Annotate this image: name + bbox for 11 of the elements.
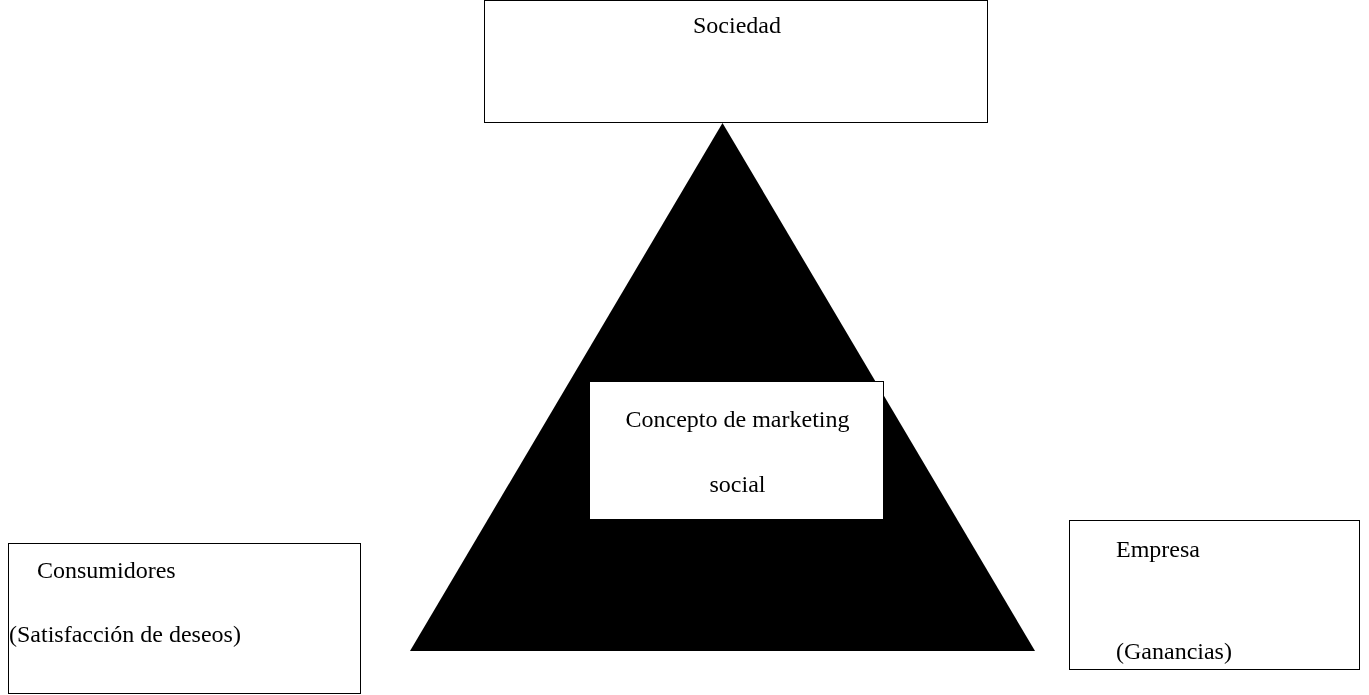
text-box: [589, 381, 884, 520]
triangle-shape: [410, 123, 1035, 651]
node-label: Sociedad: [692, 11, 782, 39]
node-label: Concepto de marketing social: [624, 405, 851, 499]
node-label: Consumidores: [37, 556, 176, 584]
text-box: [8, 543, 361, 694]
text-box: [1069, 520, 1360, 670]
text-box: [484, 0, 988, 123]
node-subtitle: (Ganancias): [1116, 637, 1232, 665]
node-subtitle: (Satisfacción de deseos): [9, 620, 241, 648]
node-label: Empresa: [1116, 535, 1200, 563]
